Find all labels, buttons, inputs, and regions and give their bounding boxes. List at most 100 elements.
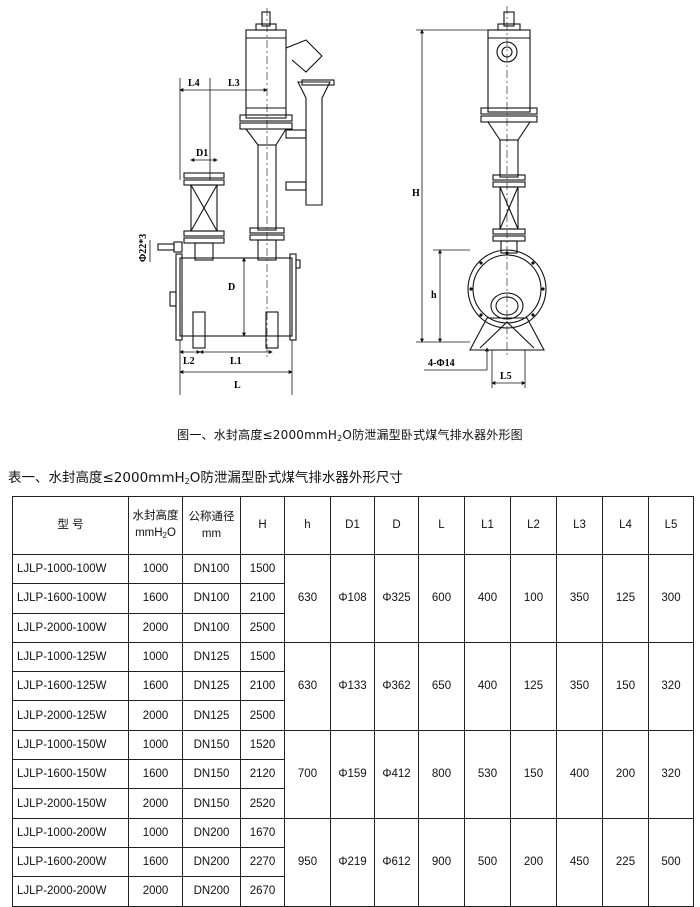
cell-model: LJLP-2000-100W: [12, 612, 129, 643]
cell-L5: 300: [648, 554, 694, 643]
cell-seal-height: 1000: [128, 641, 183, 673]
figure-caption-pre: 图一、水封高度≤2000mmH: [177, 428, 338, 442]
cell-nominal-diameter: DN125: [182, 700, 241, 731]
cell-seal-height: 2000: [128, 700, 183, 731]
cell-L3: 400: [556, 729, 603, 819]
cell-model: LJLP-1600-150W: [12, 759, 129, 790]
cell-L4: 150: [602, 641, 649, 731]
header-D: D: [374, 496, 419, 555]
cell-seal-height: 2000: [128, 612, 183, 643]
cell-model: LJLP-2000-150W: [12, 788, 129, 819]
front-view: [157, 8, 335, 360]
cell-H: 2100: [240, 583, 285, 614]
dim-label-d1: D1: [196, 148, 208, 159]
cell-H: 2500: [240, 700, 285, 731]
header-L1: L1: [464, 496, 511, 555]
cell-L: 900: [418, 817, 465, 907]
cell-L5: 320: [648, 641, 694, 731]
cell-L: 800: [418, 729, 465, 819]
cell-nominal-diameter: DN150: [182, 788, 241, 819]
cell-model: LJLP-1600-100W: [12, 583, 129, 614]
header-L: L: [418, 496, 465, 555]
cell-model: LJLP-2000-125W: [12, 700, 129, 731]
front-dimensions: [149, 78, 293, 395]
dim-label-h-total: H: [412, 188, 420, 199]
cell-L3: 350: [556, 554, 603, 643]
cell-L1: 500: [464, 817, 511, 907]
cell-model: LJLP-1000-200W: [12, 817, 129, 848]
cell-nominal-diameter: DN150: [182, 729, 241, 761]
cell-model: LJLP-1000-100W: [12, 553, 129, 585]
cell-seal-height: 1600: [128, 583, 183, 614]
cell-L2: 100: [510, 554, 557, 643]
cell-D: Φ325: [374, 554, 419, 643]
cell-L1: 400: [464, 554, 511, 643]
header-L3: L3: [556, 496, 603, 555]
cell-seal-height: 2000: [128, 876, 183, 907]
cell-H: 2520: [240, 788, 285, 819]
header-seal-post: O: [166, 526, 176, 539]
figure-caption-post: O防泄漏型卧式煤气排水器外形图: [342, 428, 523, 442]
side-dimension-labels: H h 4-Φ14 L5: [412, 188, 512, 382]
cell-L2: 200: [510, 817, 557, 907]
dim-label-l: L: [234, 380, 241, 391]
cell-nominal-diameter: DN200: [182, 876, 241, 907]
cell-L5: 500: [648, 817, 694, 907]
cell-H: 2500: [240, 612, 285, 643]
cell-nominal-diameter: DN100: [182, 583, 241, 614]
cell-h: 630: [284, 554, 331, 643]
table-title-pre: 表一、水封高度≤2000mmH: [8, 470, 185, 486]
cell-H: 2670: [240, 876, 285, 907]
cell-nominal-diameter: DN100: [182, 553, 241, 585]
cell-D: Φ612: [374, 817, 419, 907]
cell-nominal-diameter: DN200: [182, 846, 241, 878]
cell-nominal-diameter: DN125: [182, 641, 241, 673]
table-title: 表一、水封高度≤2000mmH2O防泄漏型卧式煤气排水器外形尺寸: [8, 466, 403, 486]
front-dimension-labels: L4 L3 D1 Φ22*3 D L2 L1 L: [138, 78, 242, 391]
side-dimensions: [416, 29, 526, 388]
cell-L5: 320: [648, 729, 694, 819]
dim-label-l2: L2: [183, 356, 195, 367]
cell-model: LJLP-1000-125W: [12, 641, 129, 673]
cell-D: Φ362: [374, 641, 419, 731]
dim-label-h-small: h: [431, 290, 437, 301]
cell-D1: Φ133: [330, 641, 375, 731]
dim-label-l4: L4: [188, 78, 200, 89]
side-view: [467, 6, 547, 358]
cell-H: 2120: [240, 759, 285, 790]
header-seal-line1: 水封高度: [132, 509, 179, 522]
cell-nominal-diameter: DN150: [182, 759, 241, 790]
cell-model: LJLP-1000-150W: [12, 729, 129, 761]
cell-H: 1670: [240, 817, 285, 848]
header-seal-line2: mmH: [135, 526, 163, 539]
dim-label-bolt: 4-Φ14: [428, 358, 455, 369]
header-seal-sub: 2: [162, 530, 167, 540]
cell-H: 2100: [240, 671, 285, 702]
cell-D1: Φ219: [330, 817, 375, 907]
cell-D1: Φ108: [330, 554, 375, 643]
header-H: H: [240, 496, 285, 555]
cell-D1: Φ159: [330, 729, 375, 819]
figure-caption: 图一、水封高度≤2000mmH2O防泄漏型卧式煤气排水器外形图: [0, 426, 700, 443]
cell-L2: 150: [510, 729, 557, 819]
cell-h: 700: [284, 729, 331, 819]
cell-h: 630: [284, 641, 331, 731]
cell-nominal-diameter: DN100: [182, 612, 241, 643]
cell-H: 2270: [240, 846, 285, 878]
header-L4: L4: [602, 496, 649, 555]
cell-H: 1500: [240, 553, 285, 585]
side-view-bolts: [469, 251, 545, 317]
cell-seal-height: 1000: [128, 729, 183, 761]
cell-seal-height: 1600: [128, 759, 183, 790]
cell-L1: 400: [464, 641, 511, 731]
dim-label-l3: L3: [228, 78, 240, 89]
